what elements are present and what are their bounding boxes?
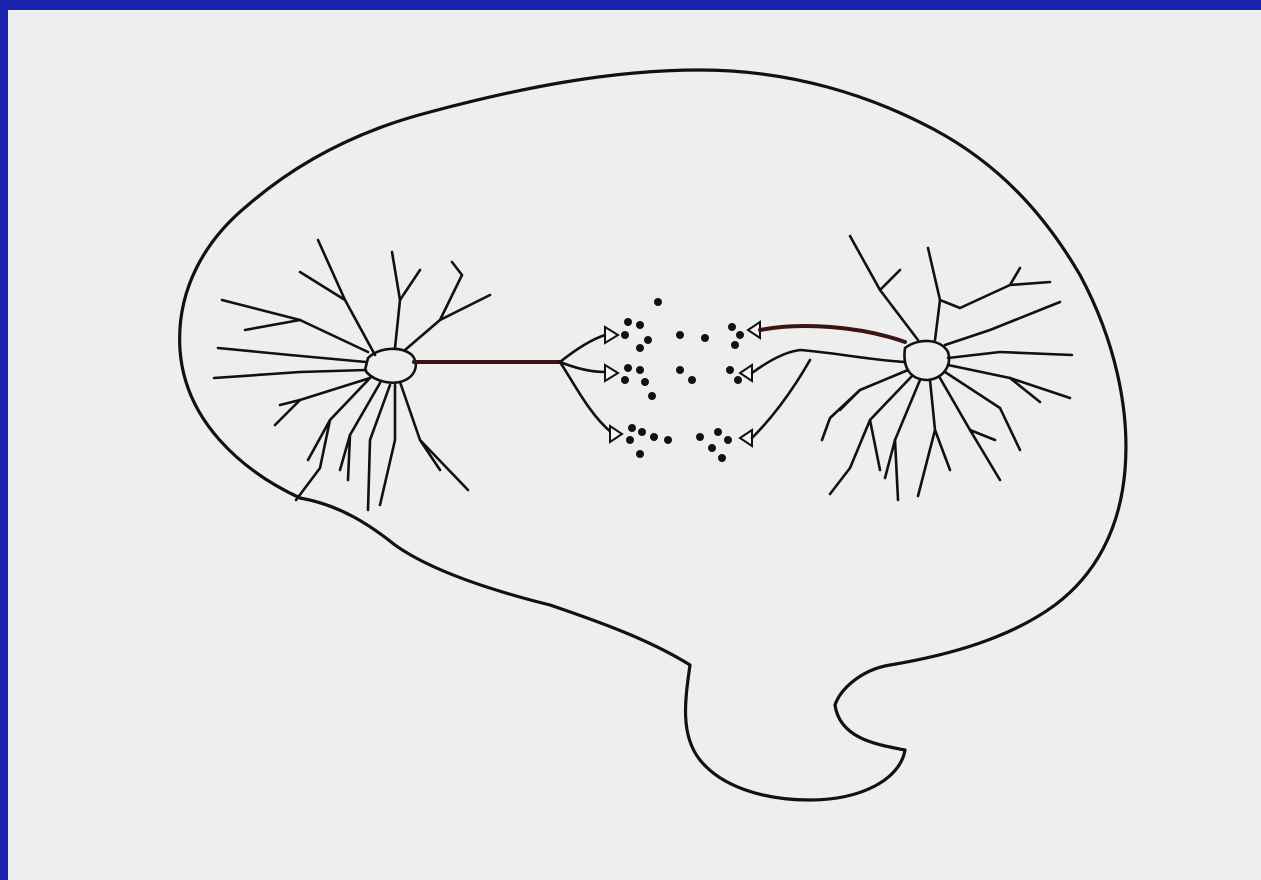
neurotransmitter-dot bbox=[714, 428, 722, 436]
neurotransmitter-dot bbox=[728, 323, 736, 331]
postsynaptic-terminal bbox=[740, 430, 752, 446]
neurotransmitter-dot bbox=[734, 376, 742, 384]
neurotransmitter-dot bbox=[636, 344, 644, 352]
neurotransmitter-dot bbox=[648, 392, 656, 400]
neurotransmitter-dot bbox=[724, 436, 732, 444]
neurotransmitter-dot bbox=[726, 366, 734, 374]
neurotransmitter-dot bbox=[731, 341, 739, 349]
right-soma bbox=[904, 341, 949, 380]
neurotransmitter-dot bbox=[626, 436, 634, 444]
presynaptic-terminal bbox=[605, 327, 618, 343]
neurotransmitter-dot bbox=[628, 424, 636, 432]
neurotransmitter-dot bbox=[696, 433, 704, 441]
neurotransmitter-dot bbox=[624, 364, 632, 372]
neurotransmitter-dot bbox=[676, 331, 684, 339]
neurotransmitter-dot bbox=[664, 436, 672, 444]
neurotransmitter-dot bbox=[654, 298, 662, 306]
neurotransmitter-dot bbox=[701, 334, 709, 342]
neurotransmitter-molecules bbox=[621, 298, 744, 462]
right-neuron bbox=[822, 236, 1072, 500]
neurotransmitter-dot bbox=[638, 428, 646, 436]
postsynaptic-terminal bbox=[740, 365, 752, 381]
neurotransmitter-dot bbox=[676, 366, 684, 374]
neurotransmitter-dot bbox=[641, 378, 649, 386]
left-soma bbox=[365, 349, 416, 383]
neurotransmitter-dot bbox=[650, 433, 658, 441]
neurotransmitter-dot bbox=[736, 331, 744, 339]
neurotransmitter-dot bbox=[644, 336, 652, 344]
neurotransmitter-dot bbox=[636, 366, 644, 374]
left-axon-branches bbox=[560, 335, 612, 433]
presynaptic-terminal bbox=[610, 426, 622, 442]
neurotransmitter-dot bbox=[708, 444, 716, 452]
neurotransmitter-dot bbox=[636, 450, 644, 458]
neurotransmitter-dot bbox=[624, 318, 632, 326]
neurotransmitter-dot bbox=[688, 376, 696, 384]
presynaptic-terminal bbox=[605, 365, 618, 381]
neurotransmitter-dot bbox=[621, 331, 629, 339]
neurotransmitter-dot bbox=[621, 376, 629, 384]
neurotransmitter-dot bbox=[718, 454, 726, 462]
neurotransmitter-dot bbox=[636, 321, 644, 329]
left-neuron bbox=[214, 240, 490, 510]
right-axon bbox=[760, 326, 905, 342]
